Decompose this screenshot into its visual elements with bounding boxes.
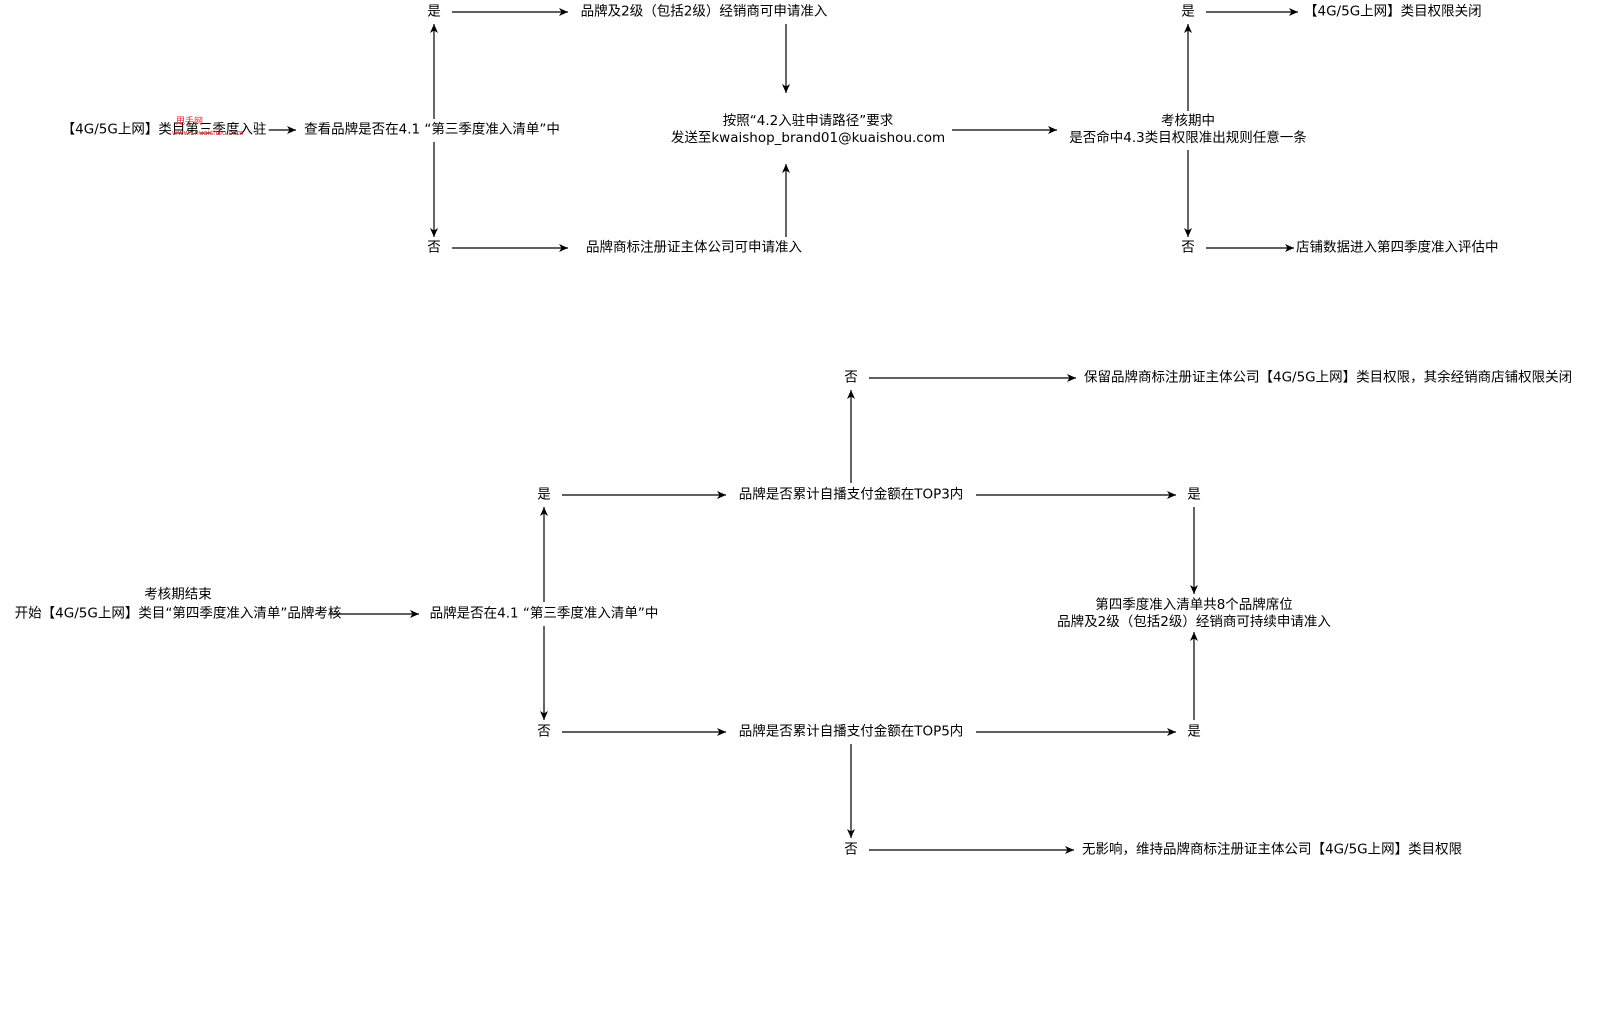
node-review-line2: 是否命中4.3类目权限准出规则任意一条	[1069, 130, 1307, 146]
node-bottom-check-q3-list: 品牌是否在4.1 “第三季度准入清单”中	[427, 605, 661, 623]
node-yes-top5: 是	[1185, 723, 1203, 741]
node-top5-check: 品牌是否累计自播支付金额在TOP5内	[736, 723, 966, 741]
node-owner-apply: 品牌商标注册证主体公司可申请准入	[584, 239, 804, 257]
node-review-end: 考核期结束	[142, 586, 214, 604]
node-yes-bottom-1: 是	[535, 486, 553, 504]
node-review-period: 考核期中 是否命中4.3类目权限准出规则任意一条	[1067, 113, 1309, 147]
node-q4-seats-line1: 第四季度准入清单共8个品牌席位	[1095, 597, 1293, 613]
watermark-logo: 甩手网 www.shuaishou.com	[172, 117, 244, 139]
node-top3-check: 品牌是否累计自播支付金额在TOP3内	[736, 486, 966, 504]
node-no-top-2: 否	[1179, 239, 1197, 257]
node-no-top3: 否	[842, 369, 860, 387]
node-yes-top-1: 是	[425, 3, 443, 21]
node-no-bottom-1: 否	[535, 723, 553, 741]
node-send-email: 按照“4.2入驻申请路径”要求 发送至kwaishop_brand01@kuai…	[668, 113, 948, 147]
watermark-line2: www.shuaishou.com	[172, 129, 244, 137]
node-check-q3-list: 查看品牌是否在4.1 “第三季度准入清单”中	[302, 121, 562, 139]
node-no-effect: 无影响，维持品牌商标注册证主体公司【4G/5G上网】类目权限	[1080, 841, 1465, 859]
node-no-top5: 否	[842, 841, 860, 859]
node-yes-top3: 是	[1185, 486, 1203, 504]
node-send-email-line2: 发送至kwaishop_brand01@kuaishou.com	[670, 130, 946, 146]
node-yes-top-2: 是	[1179, 3, 1197, 21]
node-start-q3-entry: 【4G/5G上网】类目第三季度入驻	[59, 121, 269, 139]
node-start-q4-assessment: 开始【4G/5G上网】类目“第四季度准入清单”品牌考核	[14, 605, 342, 622]
node-q4-seats-line2: 品牌及2级（包括2级）经销商可持续申请准入	[1057, 614, 1331, 630]
node-no-top-1: 否	[425, 239, 443, 257]
node-review-line1: 考核期中	[1160, 113, 1215, 129]
node-permission-closed: 【4G/5G上网】类目权限关闭	[1302, 3, 1484, 21]
node-q4-evaluation: 店铺数据进入第四季度准入评估中	[1294, 239, 1501, 257]
node-keep-owner-permission: 保留品牌商标注册证主体公司【4G/5G上网】类目权限，其余经销商店铺权限关闭	[1082, 369, 1575, 387]
node-q4-seats: 第四季度准入清单共8个品牌席位 品牌及2级（包括2级）经销商可持续申请准入	[1055, 597, 1333, 631]
watermark-line1: 甩手网	[176, 117, 204, 127]
node-dealer-apply: 品牌及2级（包括2级）经销商可申请准入	[578, 3, 830, 21]
node-send-email-line1: 按照“4.2入驻申请路径”要求	[722, 113, 894, 129]
